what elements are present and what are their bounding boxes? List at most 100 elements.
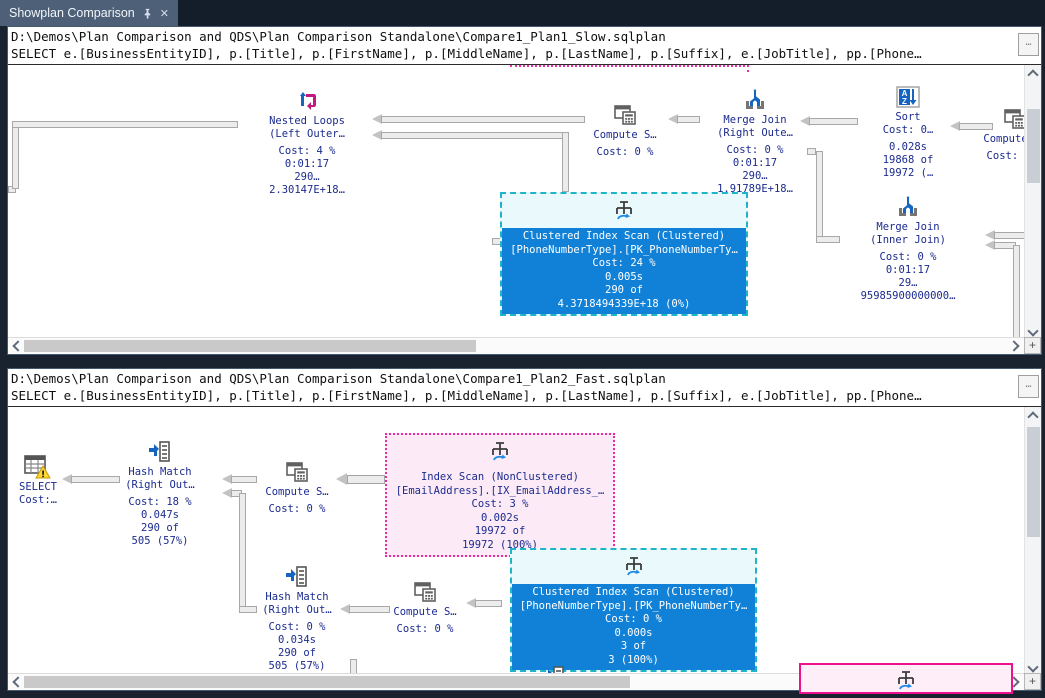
text-line: 505 (57%) (268, 660, 326, 672)
text-line: 290 of (278, 647, 316, 659)
tab-showplan-comparison[interactable]: Showplan Comparison ✕ (0, 0, 178, 26)
plan-node-clustered-index-scan-selected[interactable]: Clustered Index Scan (Clustered)[PhoneNu… (510, 548, 757, 672)
plan2-expand-statement-button[interactable]: … (1018, 375, 1039, 398)
text-line: Cost: 0 % (596, 146, 654, 158)
arrowhead (950, 121, 960, 131)
hash-match-icon (95, 438, 225, 466)
tab-bar: Showplan Comparison ✕ (0, 0, 1045, 26)
connector (816, 236, 840, 243)
text-line: 19972 (100%) (462, 538, 538, 551)
plan1-expand-statement-button[interactable]: … (1018, 33, 1039, 56)
text-line: 290… (742, 170, 768, 182)
window-bottom-edge (0, 691, 1045, 698)
plan1-statement-header: D:\Demos\Plan Comparison and QDS\Plan Co… (8, 27, 1041, 65)
text-line: 0.000s (614, 626, 653, 639)
connector (959, 123, 993, 130)
text-line: Merge Join (723, 114, 787, 126)
plan1-zoom-button[interactable]: + (1024, 337, 1041, 354)
tab-title: Showplan Comparison (9, 6, 135, 20)
plan2-statement-header: D:\Demos\Plan Comparison and QDS\Plan Co… (8, 369, 1041, 407)
svg-text:Z: Z (902, 97, 907, 106)
arrowhead (222, 474, 232, 484)
text-line: Compute S… (593, 129, 657, 141)
text-line: 0.047s (141, 509, 179, 521)
scroll-up-arrow[interactable] (1025, 65, 1041, 81)
arrowhead (985, 230, 995, 240)
text-line: SELECT (19, 481, 57, 493)
plan1-vertical-scrollbar[interactable] (1024, 65, 1041, 340)
arrowhead (372, 114, 382, 124)
connector (349, 606, 390, 613)
text-line: 19972 (… (882, 167, 934, 179)
compute-scalar-icon (560, 101, 690, 129)
text-line: 4.3718494339E+18 (0%) (557, 297, 691, 310)
plan2-horizontal-scrollbar[interactable] (8, 673, 1041, 690)
text-line: [EmailAddress].[IX_EmailAddress_… (395, 484, 605, 497)
text-line: Cost: 4 % (278, 145, 336, 157)
plan-node-compute-scalar-1[interactable]: Compute S… Cost: 0 % (232, 458, 362, 516)
clipped-highlighted-node[interactable] (799, 663, 1013, 694)
compute-scalar-icon (360, 578, 490, 606)
scroll-up-arrow[interactable] (1025, 407, 1041, 423)
scrollbar-thumb[interactable] (1027, 427, 1040, 537)
plan2-vertical-scrollbar[interactable] (1024, 407, 1041, 676)
text-line: Cost: 0 % (396, 623, 454, 635)
plan-node-compute-scalar-2[interactable]: Compute S… Cost: 0 % (360, 578, 490, 636)
scroll-right-arrow[interactable] (1007, 338, 1023, 354)
close-icon[interactable]: ✕ (159, 7, 169, 20)
plan2-zoom-button[interactable]: + (1024, 673, 1041, 690)
text-line: 0.002s (481, 511, 519, 524)
text-line: Cost: 0 % (268, 503, 326, 515)
scrollbar-thumb[interactable] (24, 676, 630, 688)
scroll-left-arrow[interactable] (8, 338, 24, 354)
plan2-file-path: D:\Demos\Plan Comparison and QDS\Plan Co… (11, 371, 666, 386)
plan-node-compute-scalar[interactable]: Compute S… Cost: 0 % (560, 101, 690, 159)
text-line: 3 (100%) (608, 653, 659, 666)
clipped-pink-highlight-edge (510, 65, 749, 72)
plan-node-nested-loops[interactable]: Nested Loops(Left Outer… Cost: 4 %0:01:1… (242, 87, 372, 197)
text-line: Nested Loops (269, 115, 345, 127)
text-line: (Right Out… (262, 604, 332, 616)
scrollbar-thumb[interactable] (1027, 109, 1040, 183)
text-line: Cost: 0 % (268, 621, 326, 633)
arrowhead (466, 598, 476, 608)
plan2-query-text: SELECT e.[BusinessEntityID], p.[Title], … (11, 388, 922, 403)
text-line: 19868 of (882, 154, 934, 166)
arrowhead (340, 604, 350, 614)
text-line: 0:01:17 (885, 264, 931, 276)
text-line: (Right Oute… (717, 127, 793, 139)
scroll-left-arrow[interactable] (8, 674, 24, 690)
connector (475, 600, 502, 607)
connector (807, 148, 816, 155)
connector (231, 476, 257, 483)
text-line: Hash Match (128, 466, 192, 478)
text-line: 0.028s (889, 141, 927, 153)
plan-node-select[interactable]: SELECT Cost:… (8, 453, 73, 507)
scrollbar-thumb[interactable] (24, 340, 476, 352)
text-line: Hash Match (265, 591, 329, 603)
pin-icon[interactable] (142, 8, 153, 19)
text-line: 0:01:17 (284, 158, 330, 170)
plan1-horizontal-scrollbar[interactable] (8, 337, 1041, 354)
text-line: (Right Out… (125, 479, 195, 491)
arrowhead (372, 130, 382, 140)
clustered-index-scan-icon (502, 194, 746, 228)
svg-text:A: A (902, 89, 908, 98)
plan-node-clustered-index-scan-selected[interactable]: Clustered Index Scan (Clustered)[PhoneNu… (500, 192, 748, 316)
text-line: Cost: 0 % (726, 144, 784, 156)
connector (71, 476, 120, 483)
text-line: Index Scan (NonClustered) (420, 471, 580, 483)
plan-node-index-scan-highlighted[interactable]: Index Scan (NonClustered)[EmailAddress].… (385, 433, 615, 557)
text-line: 0.005s (605, 270, 643, 283)
text-line: Compute S… (265, 486, 329, 498)
text-line: 2.30147E+18… (269, 184, 345, 196)
text-line: [PhoneNumberType].[PK_PhoneNumberTy… (510, 243, 738, 256)
text-line: Cost: 18 % (128, 496, 192, 508)
clustered-index-scan-icon (512, 550, 755, 584)
